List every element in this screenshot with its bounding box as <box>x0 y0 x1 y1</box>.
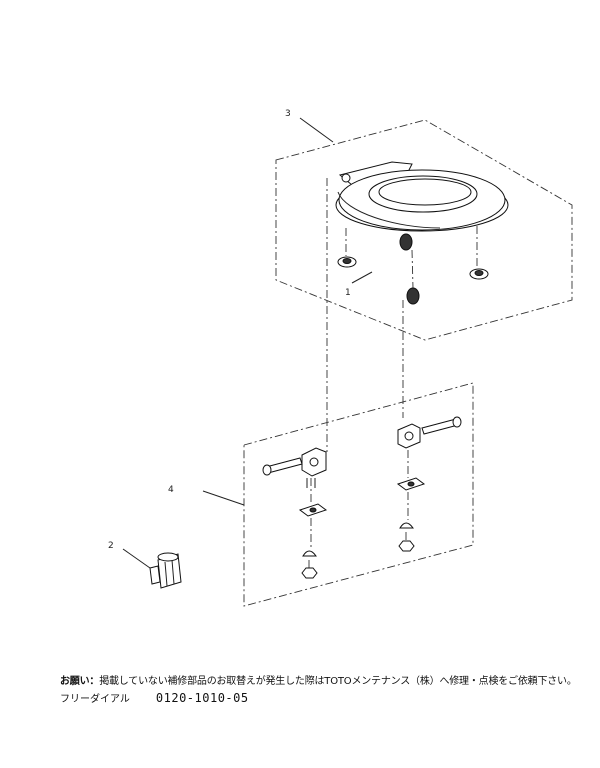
freedial-label: フリーダイアル <box>60 694 130 705</box>
leader-1 <box>351 271 373 284</box>
seat-hinge-pins <box>399 233 420 305</box>
group-3-outline <box>275 119 573 341</box>
repair-notice: お願い：掲載していない補修部品のお取替えが発生した際はTOTOメンテナンス（株）… <box>60 672 577 687</box>
adapter-part <box>149 552 182 589</box>
notice-lead: お願い： <box>60 676 100 687</box>
callout-3: 3 <box>285 109 291 119</box>
seat-bumpers <box>337 226 489 280</box>
group-4-outline <box>243 382 474 607</box>
freedial-row: フリーダイアル 0120-1010-05 <box>60 690 249 705</box>
callout-1: 1 <box>345 288 351 298</box>
callout-2: 2 <box>108 541 114 551</box>
leader-3 <box>299 117 334 143</box>
toilet-seat <box>335 161 509 232</box>
hinge-right <box>396 416 462 552</box>
hinge-left <box>262 447 328 579</box>
leader-2 <box>122 548 151 569</box>
callout-4: 4 <box>168 485 174 495</box>
leader-4 <box>202 490 245 506</box>
notice-text: 掲載していない補修部品のお取替えが発生した際はTOTOメンテナンス（株）へ修理・… <box>99 676 577 687</box>
freedial-number: 0120-1010-05 <box>155 691 249 705</box>
